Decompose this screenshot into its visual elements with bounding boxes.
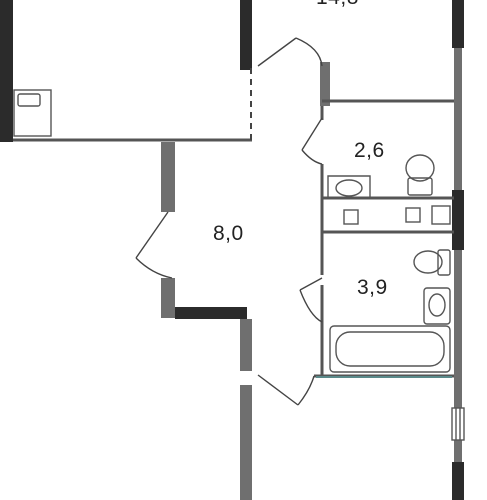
structural-walls	[0, 0, 464, 500]
room-top-area: 14,8	[316, 0, 359, 10]
fixtures	[13, 89, 451, 373]
doors	[135, 37, 323, 406]
hall-area: 8,0	[213, 222, 244, 245]
bathroom-area: 3,9	[357, 276, 388, 299]
window	[451, 407, 465, 441]
wc-area: 2,6	[354, 139, 385, 162]
gray-walls	[161, 48, 462, 500]
